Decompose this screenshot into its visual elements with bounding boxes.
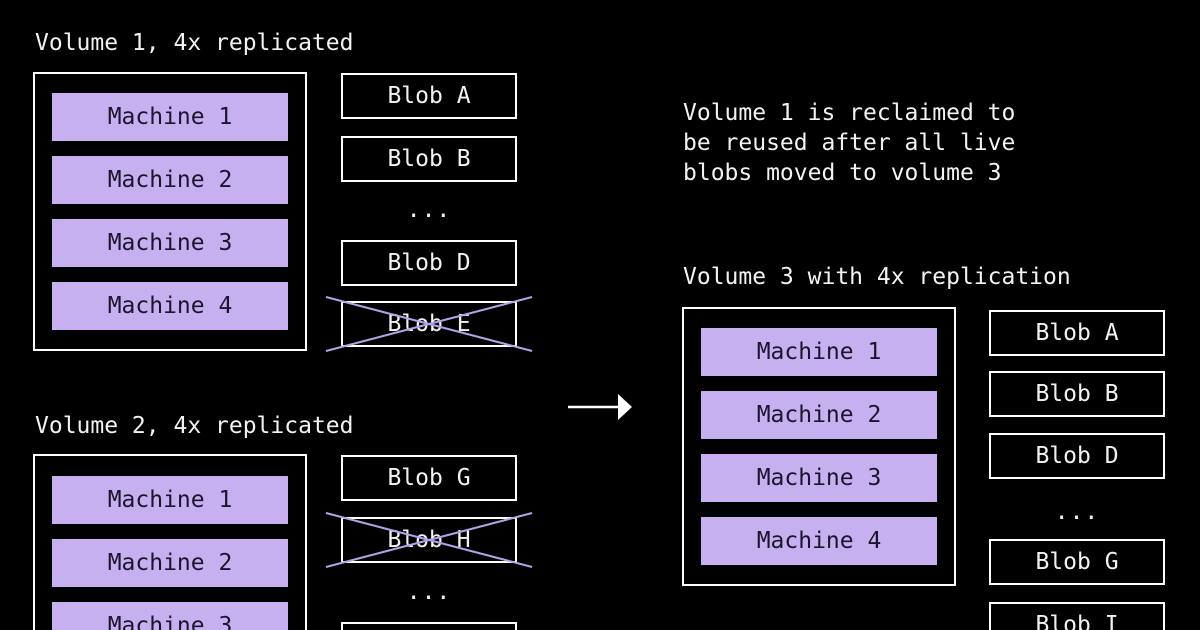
- volume1-machine-2: Machine 2: [52, 156, 288, 204]
- blob-d-box: Blob D: [341, 240, 517, 286]
- volume2-machine-3: Machine 3: [52, 602, 288, 630]
- blob-i-box-moved: Blob I: [989, 602, 1165, 630]
- blob-h-box-deleted: Blob H: [341, 517, 517, 563]
- blob-g-box: Blob G: [341, 455, 517, 501]
- volume2-title: Volume 2, 4x replicated: [35, 413, 354, 439]
- volume2-machine-1: Machine 1: [52, 476, 288, 524]
- volume1-machine-3: Machine 3: [52, 219, 288, 267]
- ellipsis-blobs-volume1: ...: [406, 197, 452, 223]
- volume1-title: Volume 1, 4x replicated: [35, 30, 354, 56]
- volume3-machine-3: Machine 3: [701, 454, 937, 502]
- volume2-machine-2: Machine 2: [52, 539, 288, 587]
- blob-a-box-moved: Blob A: [989, 310, 1165, 356]
- volume2-box: [33, 454, 307, 630]
- reclaim-note-line-2: be reused after all live: [683, 130, 1016, 156]
- volume1-machine-4: Machine 4: [52, 282, 288, 330]
- blob-partial-box: [341, 622, 517, 630]
- blob-b-box: Blob B: [341, 136, 517, 182]
- volume1-box: [33, 72, 307, 351]
- blob-d-box-moved: Blob D: [989, 433, 1165, 479]
- blob-g-box-moved: Blob G: [989, 539, 1165, 585]
- reclaim-note-line-3: blobs moved to volume 3: [683, 160, 1002, 186]
- volume3-machine-2: Machine 2: [701, 391, 937, 439]
- ellipsis-blobs-volume2: ...: [406, 579, 452, 605]
- volume3-machine-1: Machine 1: [701, 328, 937, 376]
- volume1-machine-1: Machine 1: [52, 93, 288, 141]
- arrow-right-icon: [568, 394, 632, 420]
- blob-e-box-deleted: Blob E: [341, 301, 517, 347]
- blob-a-box: Blob A: [341, 73, 517, 119]
- volume3-machine-4: Machine 4: [701, 517, 937, 565]
- volume3-box: [682, 307, 956, 586]
- volume3-title: Volume 3 with 4x replication: [683, 264, 1071, 290]
- blob-b-box-moved: Blob B: [989, 371, 1165, 417]
- reclaim-note-line-1: Volume 1 is reclaimed to: [683, 100, 1016, 126]
- ellipsis-blobs-volume3: ...: [1054, 499, 1100, 525]
